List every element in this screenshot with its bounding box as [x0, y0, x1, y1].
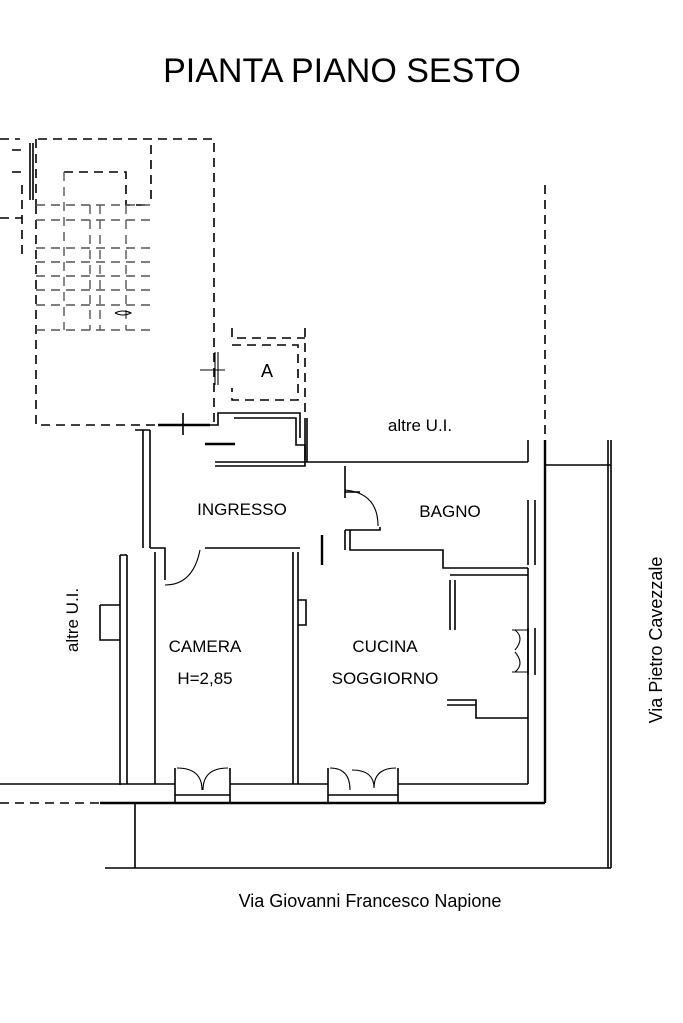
room-label-cucina: CUCINA — [352, 637, 418, 656]
room-label-soggiorno: SOGGIORNO — [332, 669, 439, 688]
room-label-ingresso: INGRESSO — [197, 500, 287, 519]
plan-title: PIANTA PIANO SESTO — [163, 52, 521, 90]
stairwell-dashed — [0, 138, 215, 426]
altre-ui-left-label: altre U.I. — [63, 588, 82, 652]
street-label-south: Via Giovanni Francesco Napione — [239, 891, 502, 911]
street-label-east: Via Pietro Cavezzale — [646, 557, 666, 724]
box-a-label: A — [261, 361, 273, 381]
room-height-label: H=2,85 — [177, 669, 232, 688]
altre-ui-top-label: altre U.I. — [388, 416, 452, 435]
storage-box-a: A — [200, 328, 306, 418]
room-label-bagno: BAGNO — [419, 502, 480, 521]
room-label-camera: CAMERA — [169, 637, 242, 656]
apartment-walls — [0, 412, 612, 869]
